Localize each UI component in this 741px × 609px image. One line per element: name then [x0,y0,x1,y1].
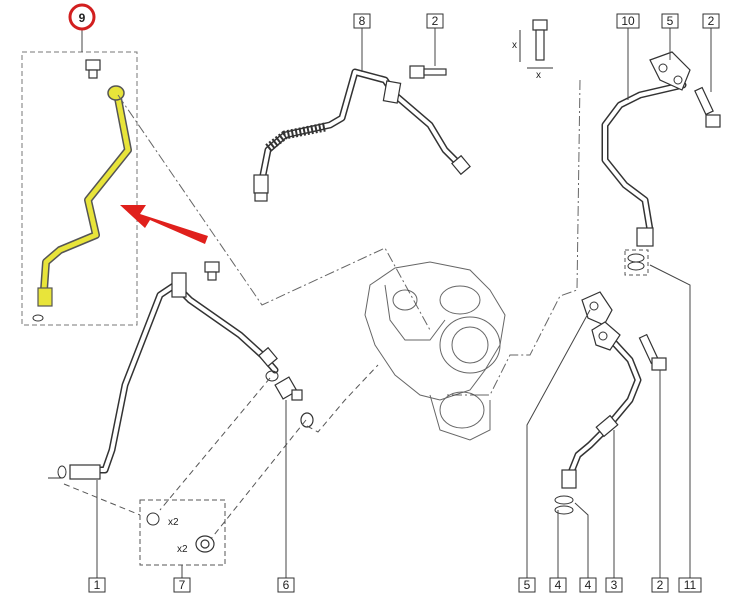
seals-multiplier: x2 [177,544,188,555]
svg-text:3: 3 [611,578,618,592]
callout-2-bottom[interactable]: 2 [651,577,669,593]
pipe-10 [601,51,691,276]
small-oring [32,314,44,322]
callout-10[interactable]: 10 [616,13,640,29]
callout-8[interactable]: 8 [353,13,371,29]
highlighted-banjo-eye [107,85,125,101]
svg-text:4: 4 [555,578,562,592]
highlight-number: 9 [79,11,86,25]
callout-11[interactable]: 11 [678,577,702,593]
svg-text:5: 5 [524,578,531,592]
callout-5-bottom[interactable]: 5 [518,577,536,593]
callout-4-left[interactable]: 4 [549,577,567,593]
callout-1[interactable]: 1 [88,577,106,593]
callout-4-right[interactable]: 4 [579,577,597,593]
svg-text:1: 1 [94,578,101,592]
washers-multiplier: x2 [168,517,179,528]
bolt-2-right-bottom [638,333,667,371]
svg-text:2: 2 [432,14,439,28]
leader-lines [96,28,712,578]
svg-text:5: 5 [667,14,674,28]
callout-2-top-right[interactable]: 2 [702,13,720,29]
highlight-box [21,51,138,326]
callout-6[interactable]: 6 [277,577,295,593]
callout-2-top-center[interactable]: 2 [426,13,444,29]
dimension-x1: x [512,40,517,51]
bolt-near-pipe-1 [204,261,220,281]
adapter-6 [265,370,314,428]
svg-text:7: 7 [179,578,186,592]
svg-text:11: 11 [684,578,697,592]
pointer-arrow [120,205,208,244]
guide-lines [117,79,581,396]
svg-text:6: 6 [283,578,290,592]
bolt-2-top [409,65,447,79]
highlighted-oil-pipe-outline [40,89,132,294]
callout-5-top[interactable]: 5 [661,13,679,29]
kit-7-box: x2 x2 [139,499,226,566]
dimension-x2: x [536,70,541,81]
dimension-icon: x x [512,19,553,81]
highlighted-oil-pipe[interactable] [41,90,131,293]
pipe-8 [253,68,471,202]
svg-text:2: 2 [657,578,664,592]
bolt-2-right-top [694,86,721,128]
svg-text:10: 10 [621,14,635,28]
turbocharger [364,261,506,441]
callout-3[interactable]: 3 [605,577,623,593]
highlight-ring[interactable] [68,3,96,31]
svg-text:2: 2 [708,14,715,28]
pipe-3 [554,291,642,515]
highlight-part-9-group: 9 [21,3,138,326]
svg-text:4: 4 [585,578,592,592]
dashed-connectors-left [63,364,379,541]
highlighted-pipe-nut [37,287,53,307]
svg-text:8: 8 [359,14,366,28]
pipe-1 [48,272,279,480]
banjo-bolt [85,59,101,79]
callout-7[interactable]: 7 [173,577,191,593]
